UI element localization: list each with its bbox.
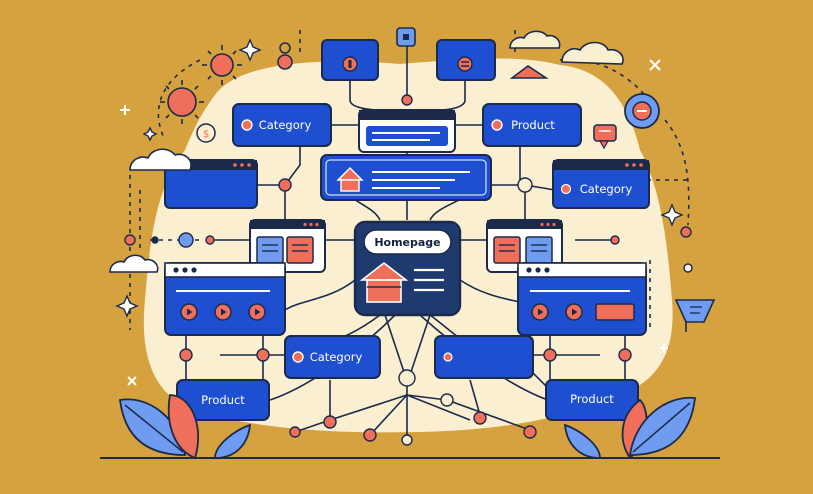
top-window-right (436, 39, 496, 81)
media-window-left (164, 262, 286, 336)
leaf-icon (167, 394, 200, 460)
homepage-label: Homepage (374, 236, 440, 249)
cross-marks (120, 59, 668, 386)
flag-icon (674, 299, 716, 332)
node-homepage[interactable]: Homepage (353, 220, 462, 317)
node-product-bottom-right[interactable]: Product (545, 379, 639, 421)
play-icon (531, 303, 549, 321)
node-label: Product (511, 118, 555, 132)
leaf-icon (628, 396, 697, 456)
node-label: Product (201, 393, 245, 407)
cloud-icon (109, 254, 159, 273)
sparkle-icon (115, 38, 684, 318)
node-category-top-left[interactable]: Category (232, 103, 332, 147)
leaf-icon (214, 423, 252, 459)
media-window-right (517, 262, 647, 336)
junction-nodes (124, 94, 693, 446)
cloud-icon (509, 30, 561, 49)
house-banner-window (320, 154, 492, 201)
house-icon (336, 167, 364, 192)
top-center-window (358, 109, 456, 153)
node-label: Category (580, 182, 633, 196)
node-label: Category (310, 350, 363, 364)
location-pin-icon (277, 42, 293, 70)
blank-window-bottom (434, 335, 534, 379)
top-small-square (396, 27, 416, 47)
node-category-right[interactable]: Category (552, 159, 650, 209)
mid-left-window (249, 219, 326, 273)
top-window-left (321, 39, 379, 81)
house-icon (359, 261, 409, 303)
node-label: Product (570, 392, 614, 406)
cloud-icon (561, 41, 624, 65)
left-window (164, 159, 258, 209)
node-product-top-right[interactable]: Product (482, 103, 582, 147)
play-icon (565, 303, 583, 321)
currency-icon: $ (196, 123, 216, 143)
mid-right-window (486, 219, 563, 273)
leaf-icon (118, 398, 187, 456)
node-category-bottom[interactable]: Category (284, 335, 381, 379)
node-product-bottom-left[interactable]: Product (176, 379, 270, 421)
chat-bubble-icon (593, 124, 617, 150)
play-icon (214, 303, 232, 321)
play-icon (180, 303, 198, 321)
svg-text:$: $ (203, 129, 209, 140)
sun-icon (160, 80, 204, 124)
triangle-icon (509, 65, 549, 79)
leaf-icon (563, 423, 601, 459)
play-icon (248, 303, 266, 321)
sun-icon (202, 45, 242, 85)
minus-icon (624, 93, 660, 129)
cloud-icon (129, 148, 192, 171)
node-label: Category (259, 118, 312, 132)
